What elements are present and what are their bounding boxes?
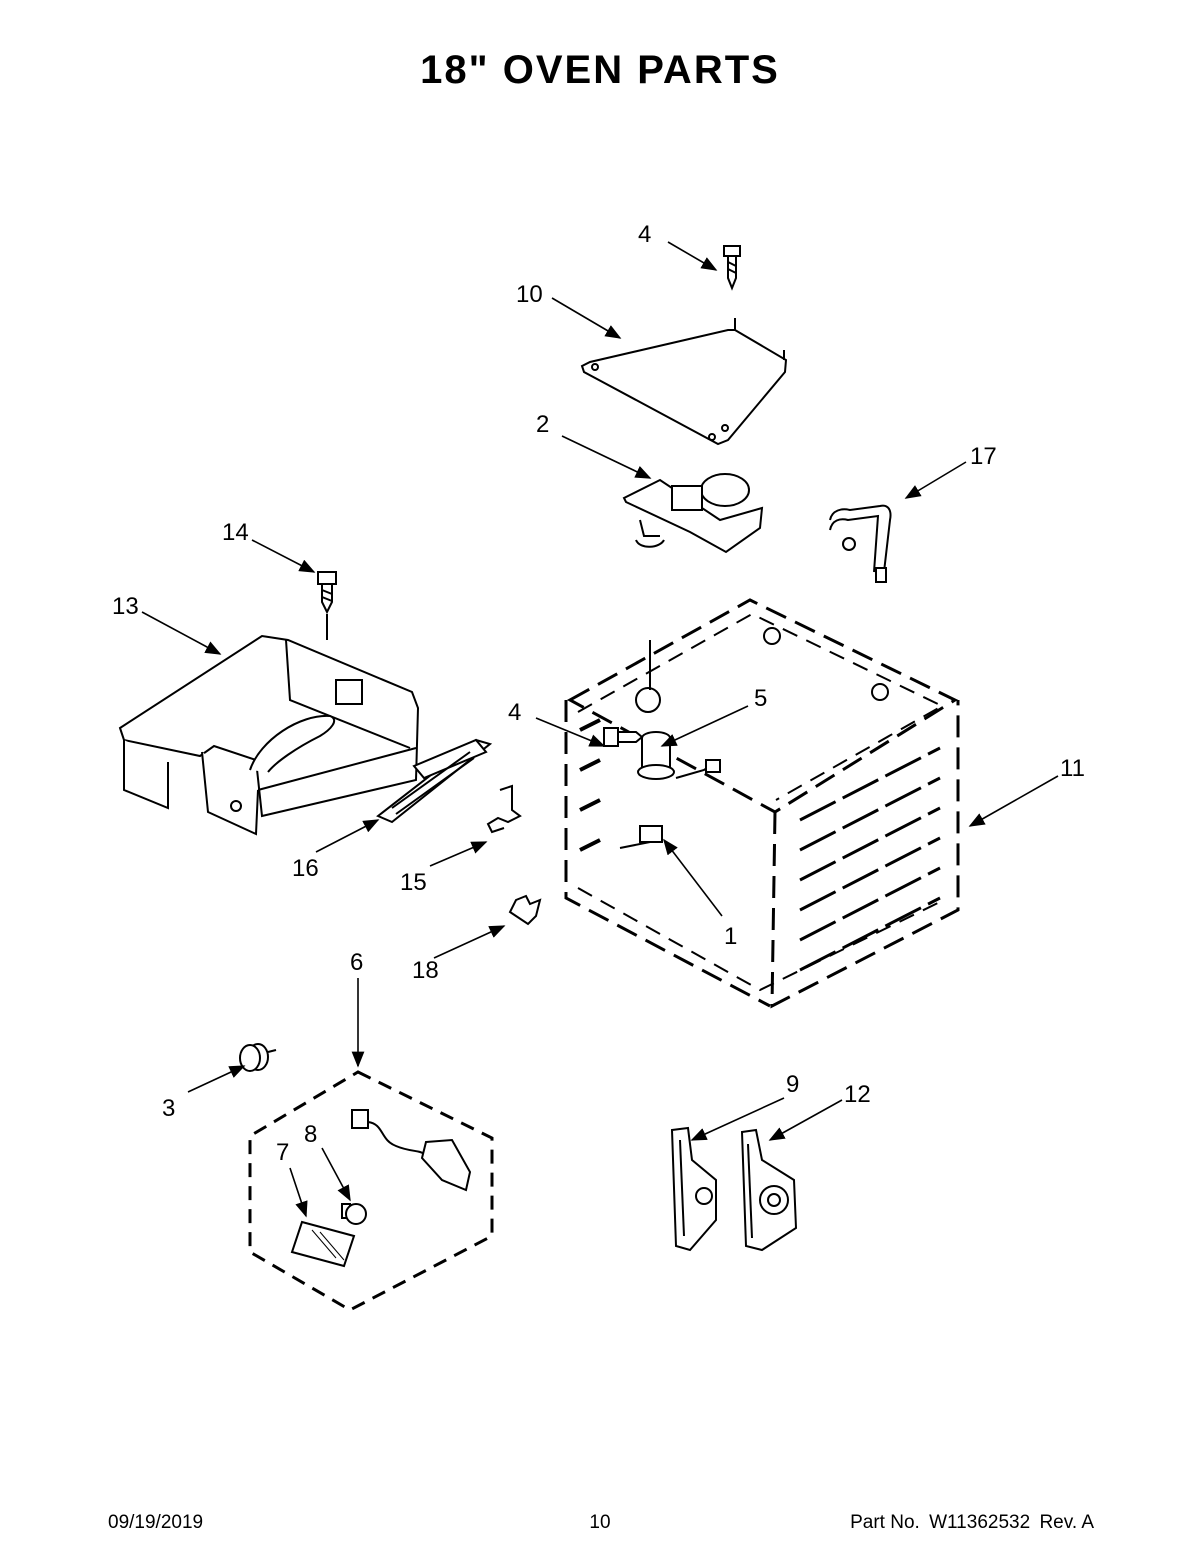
light-socket	[351, 1109, 472, 1192]
callout-11: 11	[1060, 755, 1085, 782]
bumper	[239, 1043, 277, 1072]
callout-17: 17	[970, 443, 997, 470]
door-latch-assembly	[622, 473, 764, 554]
screw-top	[723, 245, 741, 291]
callout-2: 2	[536, 411, 549, 438]
screw-side	[603, 727, 644, 747]
tube-fitting	[829, 504, 892, 583]
top-bracket-plate	[580, 318, 788, 446]
callout-18: 18	[412, 957, 439, 984]
light-assembly-group	[248, 1070, 494, 1312]
hinge-12	[740, 1128, 798, 1252]
callout-9: 9	[786, 1071, 799, 1098]
callout-1: 1	[724, 923, 737, 950]
hinge-9	[670, 1126, 717, 1252]
footer-revision: Rev. A	[1039, 1512, 1094, 1533]
leader-lines	[141, 241, 1059, 1218]
clip-18	[508, 894, 542, 926]
footer-date: 09/19/2019	[108, 1512, 204, 1533]
callout-labels: 4 10 2 17 14 13 4 5 11 16 15 1 18 6 3 9 …	[112, 221, 1085, 1166]
page-title: 18" OVEN PARTS	[420, 48, 780, 92]
callout-16: 16	[292, 855, 319, 882]
footer-part-label: Part No.	[850, 1512, 920, 1533]
temperature-sensor	[637, 731, 721, 780]
clip-15	[486, 784, 522, 834]
callout-4-side: 4	[508, 699, 521, 726]
callout-12: 12	[844, 1081, 871, 1108]
callout-13: 13	[112, 593, 139, 620]
callout-8: 8	[304, 1121, 317, 1148]
callout-7: 7	[276, 1139, 289, 1166]
oven-cavity	[564, 598, 960, 1009]
callout-14: 14	[222, 519, 249, 546]
drawer-box	[118, 634, 420, 836]
footer-part-info: Part No. W11362532 Rev. A	[846, 1512, 1094, 1534]
callout-4-top: 4	[638, 221, 651, 248]
callout-5: 5	[754, 685, 767, 712]
screw-drawer	[317, 571, 337, 640]
control-board	[376, 738, 493, 824]
callout-3: 3	[162, 1095, 175, 1122]
footer-page-number: 10	[589, 1512, 611, 1533]
footer-part-number: W11362532	[929, 1512, 1031, 1533]
light-bulb	[341, 1203, 367, 1225]
callout-10: 10	[516, 281, 543, 308]
sensor-bracket	[619, 825, 663, 849]
light-lens	[290, 1220, 356, 1268]
callout-6: 6	[350, 949, 363, 976]
callout-15: 15	[400, 869, 427, 896]
